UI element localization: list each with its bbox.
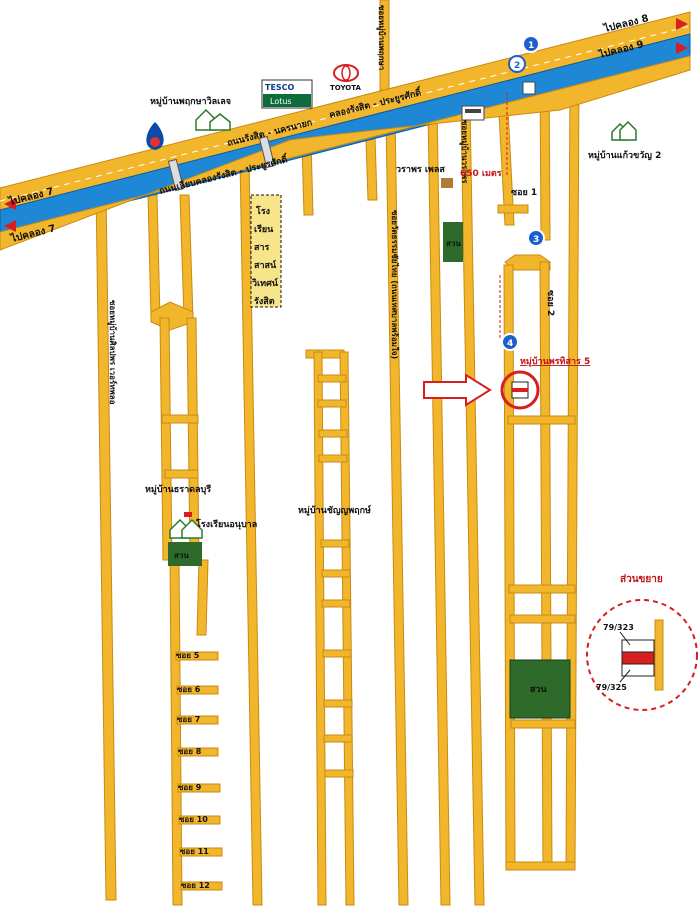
svg-text:เรียน: เรียน — [254, 224, 274, 235]
soi-5-label: ซอย 5 — [176, 651, 200, 660]
target-house-marker — [500, 370, 540, 410]
marker-1: 1 — [522, 35, 540, 53]
svg-text:1: 1 — [528, 41, 534, 51]
side-soi-labels: ซอย 5 ซอย 6 ซอย 7 ซอย 8 ซอย 9 ซอย 10 ซอย… — [176, 651, 210, 890]
road-soi-left — [95, 189, 117, 901]
school-icon — [169, 518, 203, 539]
svg-text:วิเทศน์: วิเทศน์ — [251, 277, 279, 289]
zoom-title: ส่วนขยาย — [620, 573, 663, 585]
plot-79-323: 79/323 — [603, 623, 634, 632]
place-village-thanaburi: หมู่บ้านธราดลบุรี — [145, 484, 211, 495]
place-village-pruksa: หมู่บ้านพฤกษาวิลเลจ — [150, 96, 231, 107]
park-thanaburi — [168, 542, 202, 566]
svg-text:รังสิต: รังสิต — [254, 296, 275, 307]
svg-text:4: 4 — [507, 339, 513, 349]
direction-arrows — [4, 18, 688, 232]
soi1-label: ซอย 1 — [511, 188, 537, 198]
svg-text:สวน: สวน — [446, 239, 461, 248]
svg-text:TESCO: TESCO — [265, 83, 295, 92]
svg-text:สวน: สวน — [174, 551, 189, 560]
target-village-label: หมู่บ้านพรทิสาร 5 — [520, 356, 590, 367]
place-village-chanyapruk: หมู่บ้านชัญญพฤกษ์ — [298, 504, 371, 516]
soi-label-mid: ซอยวัดธรรมชัยไทย (ถนนเทศบาลพร้อมใจ) — [390, 210, 400, 359]
road-network — [95, 0, 580, 906]
toyota-logo: TOYOTA — [330, 64, 361, 92]
svg-text:Lotus: Lotus — [270, 97, 292, 106]
soi-label-mid-top: ซอยหมู่บ้านพฤกษา — [376, 5, 387, 70]
village-house-icon — [195, 108, 231, 131]
svg-text:สาร: สาร — [254, 243, 270, 253]
svg-text:สวน: สวน — [530, 685, 548, 695]
place-village-kaewkwan: หมู่บ้านแก้วขวัญ 2 — [588, 150, 661, 161]
gas-station-icon — [146, 122, 164, 150]
shop-icon — [522, 81, 536, 95]
soi-7-label: ซอย 7 — [177, 715, 200, 724]
park-warapor — [443, 222, 463, 262]
soi-8-label: ซอย 8 — [178, 747, 202, 756]
svg-text:2: 2 — [514, 61, 520, 71]
soi-label-left: ซอยหมู่บ้านศิลปพร เวอร์ทพลอ — [107, 300, 118, 405]
soi-label-right: ซอยหมู่บ้านวราพร — [459, 120, 470, 184]
distance-label: 650 เมตร — [460, 169, 502, 179]
zoom-inset: 79/323 79/325 — [586, 599, 698, 711]
soi-10-label: ซอย 10 — [179, 815, 208, 824]
marker-3: 3 — [527, 229, 545, 247]
park-target — [509, 659, 571, 719]
svg-text:โรง: โรง — [255, 205, 270, 217]
building-icon — [461, 105, 485, 121]
soi-6-label: ซอย 6 — [177, 685, 201, 694]
school-sarasas-label: โรง เรียน สาร สาสน์ วิเทศน์ รังสิต — [250, 194, 282, 308]
svg-text:สาสน์: สาสน์ — [254, 259, 277, 271]
building-icon — [441, 178, 453, 188]
tesco-lotus-logo: TESCO Lotus — [261, 79, 313, 109]
soi-11-label: ซอย 11 — [180, 847, 209, 856]
plot-79-325: 79/325 — [596, 683, 627, 692]
place-warapor: วราพร เพลส — [396, 165, 445, 175]
marker-2: 2 — [508, 55, 526, 73]
marker-4: 4 — [501, 333, 519, 351]
soi-12-label: ซอย 12 — [181, 881, 210, 890]
place-school-anuban: โรงเรียนอนุบาล — [195, 518, 257, 530]
flag-icon — [184, 512, 192, 517]
svg-text:TOYOTA: TOYOTA — [330, 84, 361, 92]
soi-9-label: ซอย 9 — [178, 783, 202, 792]
soi2-label: ซอย 2 — [545, 290, 555, 316]
svg-text:3: 3 — [533, 235, 539, 245]
village-house-icon — [611, 120, 637, 141]
route-dashed — [499, 92, 508, 340]
arrow-icon — [423, 373, 492, 407]
